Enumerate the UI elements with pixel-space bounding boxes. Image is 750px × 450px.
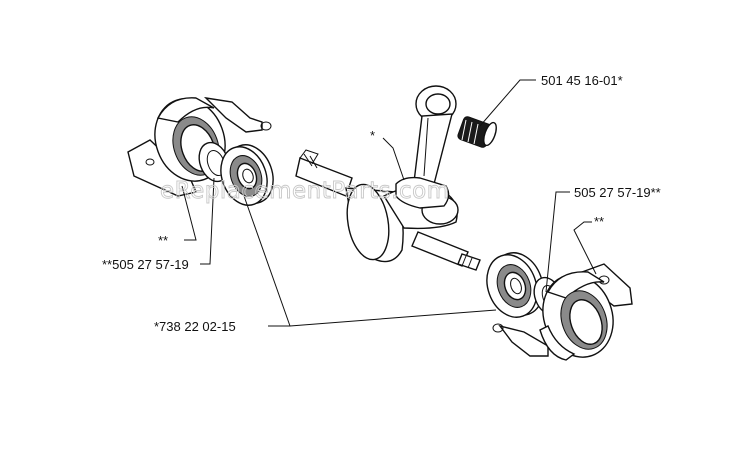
right-bearing-housing[interactable] [492, 263, 633, 367]
right-ball-bearing[interactable] [479, 246, 552, 325]
label-bearing-left: **505 27 57-19 [102, 257, 189, 272]
left-ball-bearing[interactable] [213, 138, 281, 211]
label-left-housing: ** [158, 233, 168, 248]
label-crankshaft-assembly: *738 22 02-15 [154, 319, 236, 334]
connecting-rod[interactable] [395, 85, 457, 209]
needle-bearing[interactable] [457, 116, 499, 149]
crankshaft[interactable] [295, 149, 481, 271]
watermark-text: eReplacementParts.com [160, 178, 450, 204]
label-needle-bearing: 501 45 16-01* [541, 73, 623, 88]
label-right-housing: ** [594, 214, 604, 229]
label-connecting-rod: * [370, 128, 375, 143]
label-bearing-right: 505 27 57-19** [574, 185, 661, 200]
leader-lines [181, 79, 597, 327]
